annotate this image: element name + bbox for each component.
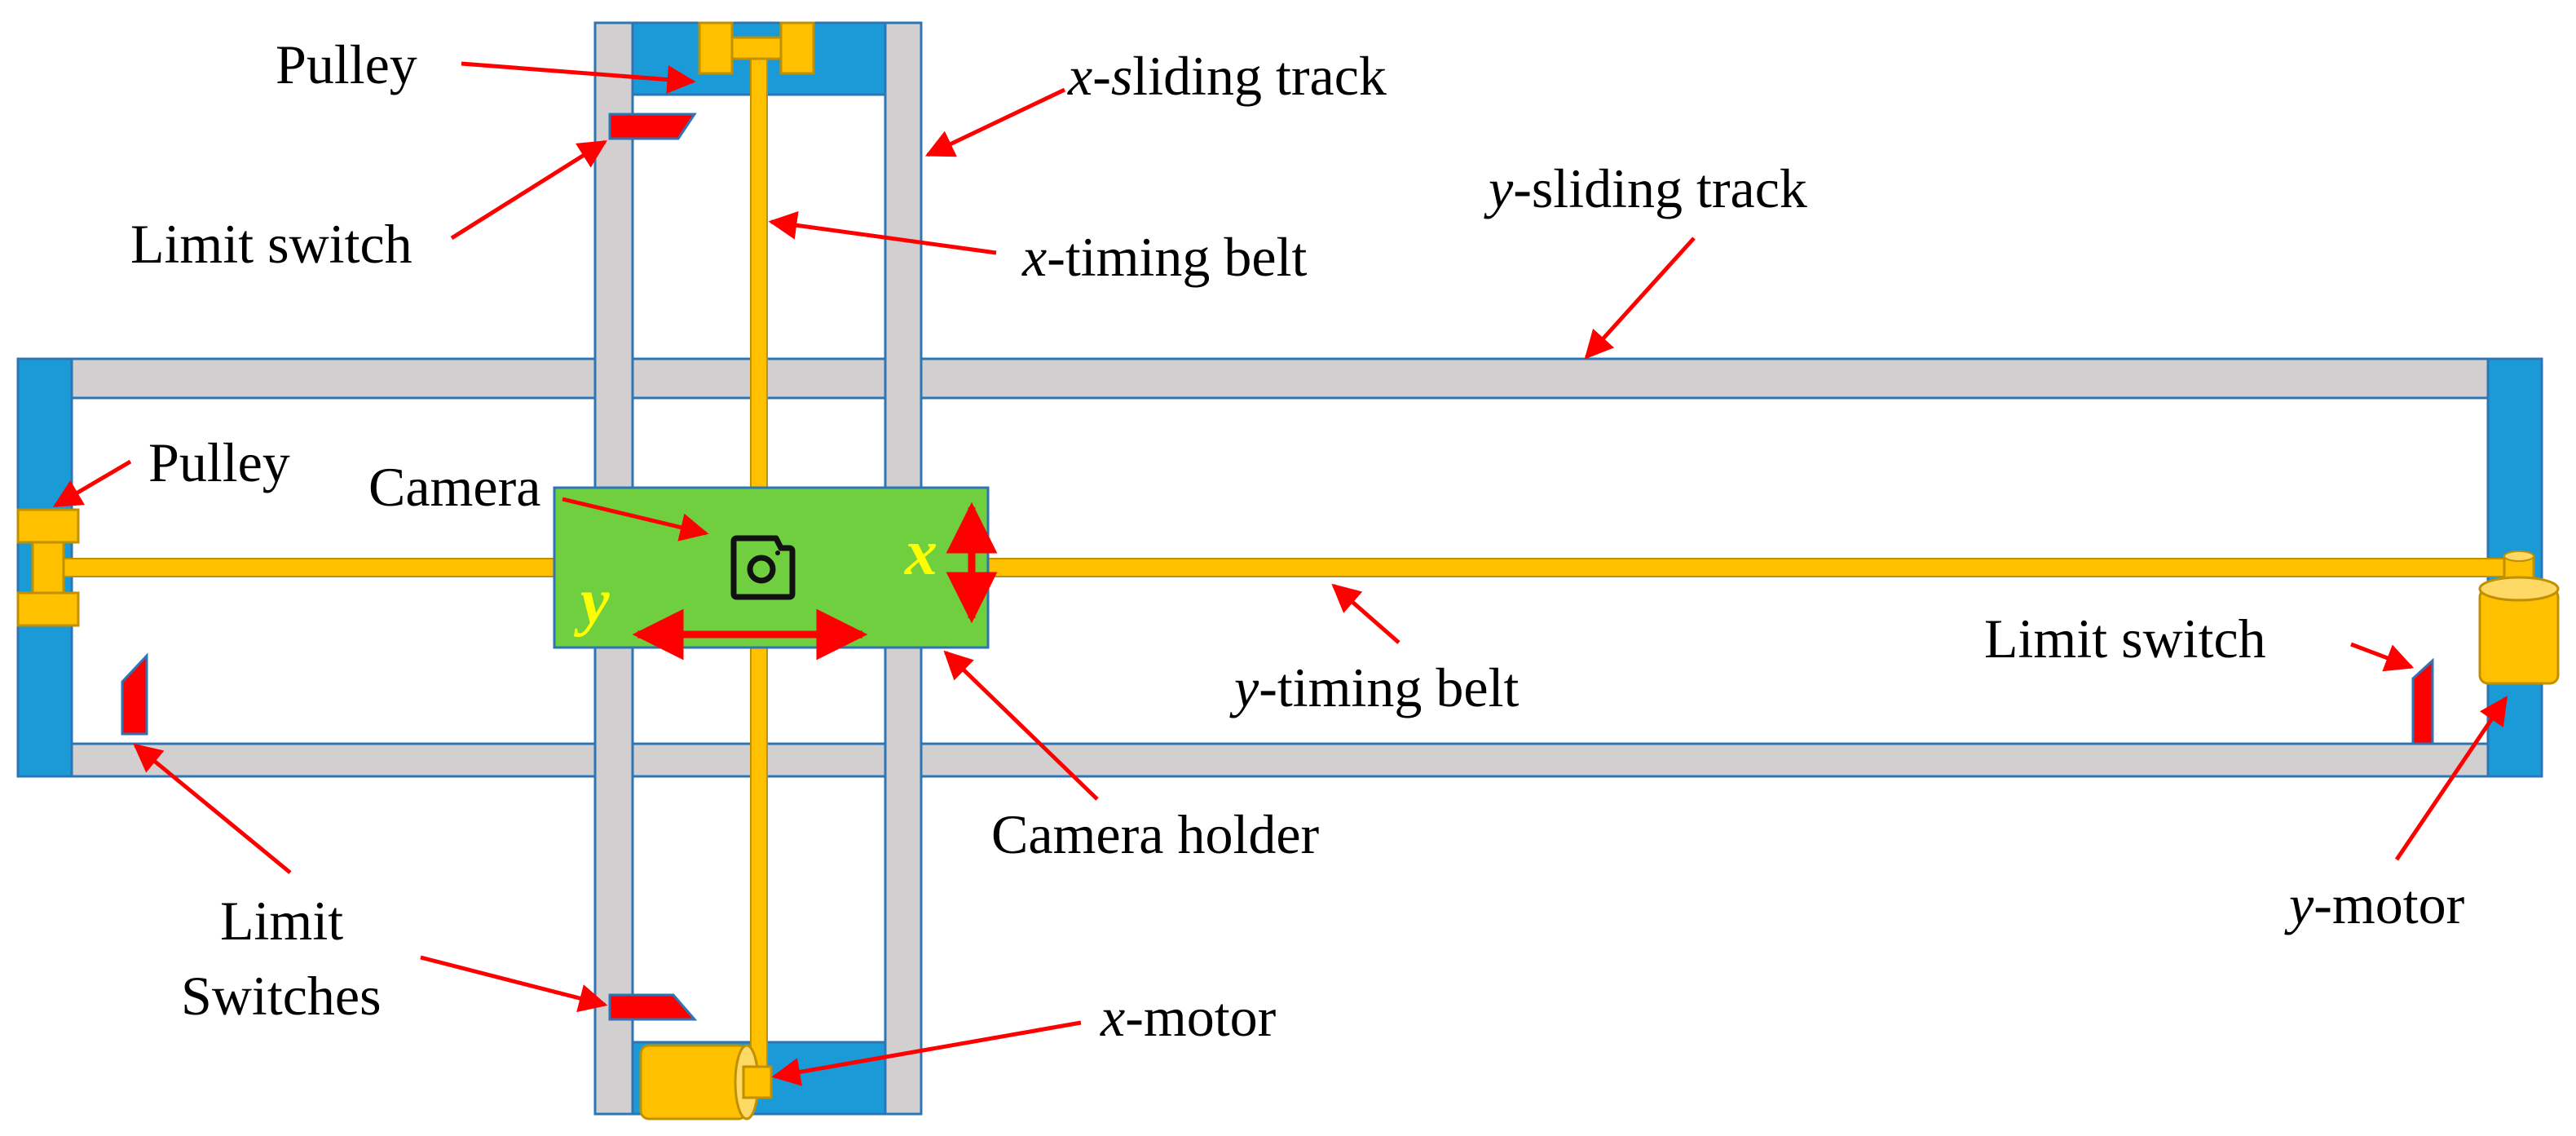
callout-arrow-limit-switches-left: [133, 743, 292, 874]
callout-arrow-limit-switch-top: [450, 139, 607, 241]
pulley-left: [16, 508, 80, 627]
label-y-timing-belt: y-timing belt: [1229, 656, 1519, 718]
label-x-timing-belt: x-timing belt: [1021, 226, 1307, 288]
label-camera-holder: Camera holder: [991, 803, 1320, 865]
label-limit-switch-right: Limit switch: [1984, 608, 2266, 670]
label-y-sliding-track: y-sliding track: [1484, 157, 1807, 219]
callout-arrow-pulley-left: [52, 459, 132, 508]
callout-arrow-y-sliding-track: [1584, 236, 1696, 360]
label-pulley-top: Pulley: [276, 33, 417, 95]
callout-arrow-x-motor: [771, 1020, 1082, 1086]
y-timing-belt: [55, 558, 2522, 577]
camera-icon: [730, 535, 796, 600]
label-limit-switches-line2: Switches: [181, 965, 382, 1027]
label-x-sliding-track: x-sliding track: [1067, 45, 1387, 107]
label-x-motor: x-motor: [1100, 986, 1277, 1048]
label-pulley-left: Pulley: [148, 431, 290, 493]
limit-switch-y-left: [121, 652, 148, 736]
callout-arrow-camera-holder: [943, 650, 1099, 801]
callout-arrow-x-sliding-track: [924, 87, 1066, 157]
callout-arrow-limit-switches-bottom: [420, 955, 608, 1013]
callout-arrow-y-timing-belt: [1331, 583, 1400, 644]
x-motor: [639, 1044, 773, 1121]
y-sliding-track-top: [70, 357, 2490, 400]
callout-arrow-x-timing-belt: [768, 210, 997, 255]
limit-switch-x-bottom: [608, 993, 698, 1021]
limit-switch-y-right: [2411, 657, 2434, 745]
callout-arrow-y-motor: [2394, 696, 2508, 861]
callout-arrow-camera: [562, 497, 709, 541]
label-limit-switch-top: Limit switch: [130, 213, 412, 275]
label-y-motor: y-motor: [2284, 873, 2465, 935]
pulley-top: [698, 21, 815, 75]
y-sliding-track-bottom: [70, 742, 2490, 778]
callout-arrow-limit-switch-right: [2350, 642, 2415, 672]
limit-switch-x-top: [608, 113, 697, 140]
y-motor: [2478, 550, 2560, 685]
label-camera: Camera: [368, 456, 540, 518]
callout-arrow-pulley-top: [461, 61, 696, 95]
label-limit-switches-line1: Limit: [220, 890, 343, 952]
x-axis-label: x: [904, 517, 937, 589]
